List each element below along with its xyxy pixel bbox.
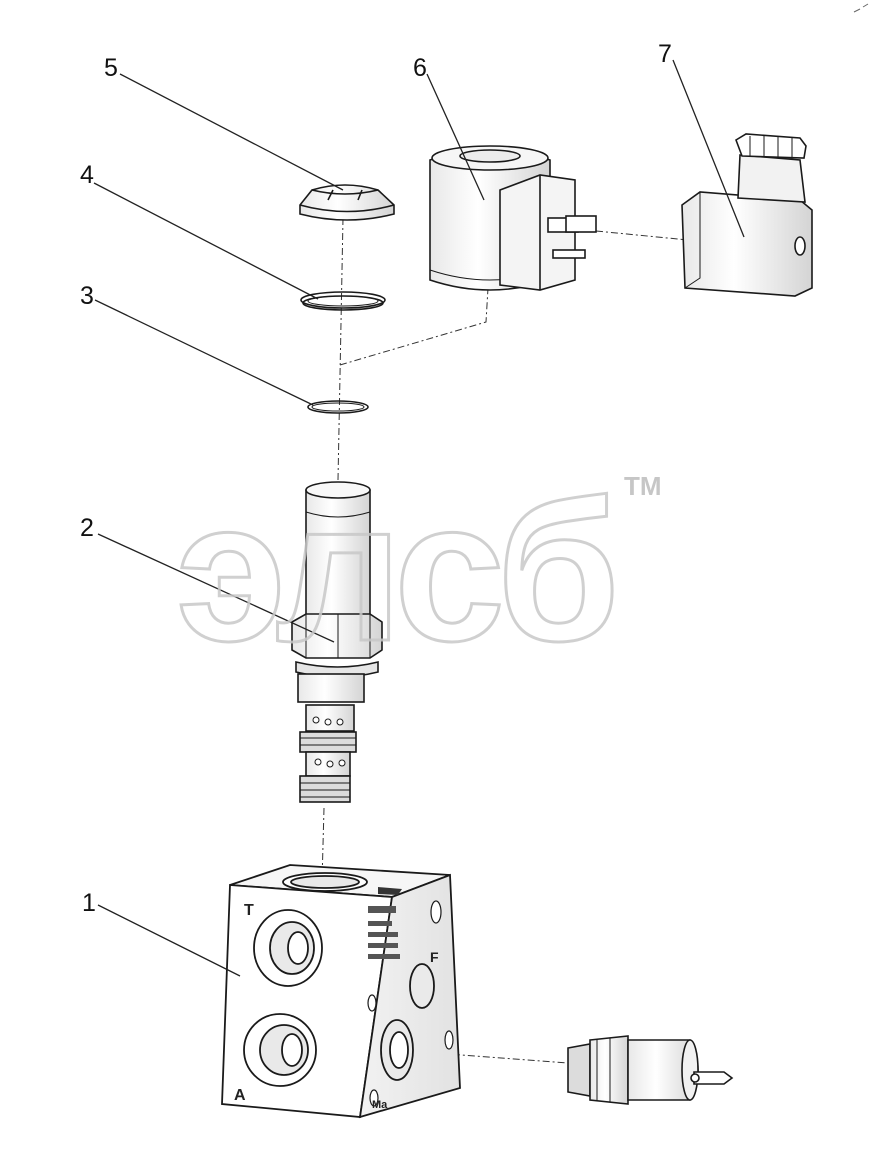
block-nameplate (368, 906, 400, 959)
callout-1: 1 (82, 889, 96, 917)
part-4-seal-ring (300, 291, 386, 311)
leader-lines (93, 59, 745, 977)
callout-4: 4 (80, 161, 94, 189)
svg-text:TM: TM (624, 471, 662, 501)
part-1-manifold-block (221, 864, 461, 1119)
callout-6: 6 (413, 54, 427, 82)
part-5-cap-nut (299, 184, 395, 221)
port-label-f: F (430, 949, 439, 965)
callout-5: 5 (104, 54, 118, 82)
callout-2: 2 (80, 514, 94, 542)
part-7-din-connector (681, 133, 813, 297)
corner-mark (853, 3, 869, 13)
svg-text:элсб: элсб (176, 460, 614, 683)
part-2-cartridge-valve (291, 481, 383, 803)
callout-7: 7 (658, 40, 672, 68)
callout-3: 3 (80, 282, 94, 310)
port-label-t: T (244, 902, 254, 919)
part-6-solenoid-coil (429, 145, 597, 291)
port-label-m: Ma (372, 1099, 388, 1111)
callout-numbers: 5 4 3 6 7 2 1 (80, 40, 672, 917)
pressure-switch (567, 1035, 734, 1105)
watermark-logo: элсб TM (175, 459, 662, 685)
part-3-o-ring (307, 400, 369, 414)
port-label-a: A (234, 1087, 246, 1104)
block-port-labels: T A F Ma (234, 902, 439, 1111)
